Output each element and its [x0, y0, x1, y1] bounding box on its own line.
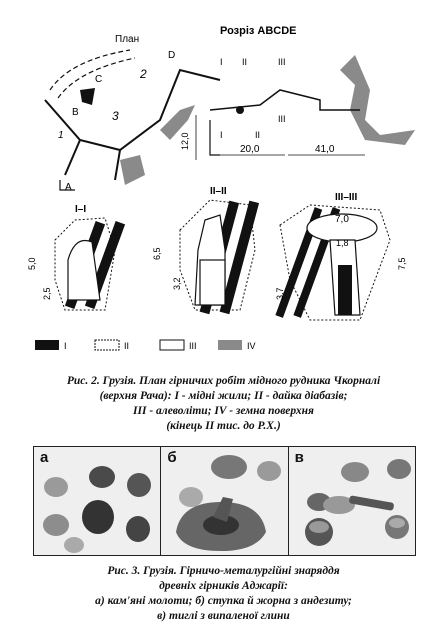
caption2-line3: III - алеволіти; IV - земна поверхня [133, 405, 314, 417]
number-2: 2 [139, 67, 147, 81]
legend-swatch-ore [35, 340, 59, 350]
caption2-line1: Рис. 2. Грузія. План гірничих робіт мідн… [66, 375, 381, 387]
dim-s1-height: 5,0 [27, 257, 37, 270]
dim-s3-left: 3,7 [275, 287, 285, 300]
dim-s3-width: 7,0 [335, 214, 349, 225]
photo-panel-a: а [34, 447, 162, 555]
section-shaft [209, 120, 220, 156]
plan-tunnel-branch [64, 139, 81, 176]
plan-arrow-a [59, 180, 75, 191]
legend-label-2: II [124, 341, 129, 351]
number-3: 3 [112, 109, 119, 123]
surface-patch-3 [340, 55, 415, 145]
legend: I II III IV [35, 339, 256, 351]
plan-dashed-outline [49, 49, 131, 91]
plan-tunnel-main [44, 68, 221, 152]
plan-label: План [115, 34, 139, 45]
mark-ii-bottom: II [255, 130, 260, 140]
legend-swatch-surface [218, 340, 242, 350]
dim-plan-h1: 20,0 [240, 144, 260, 155]
section-title-3: III–III [335, 192, 357, 203]
point-a: A [65, 182, 72, 193]
tools-photo-strip: а б в [33, 446, 416, 556]
caption3-line1: Рис. 3. Грузія. Гірничо-металургійні зна… [107, 565, 340, 577]
plan-tunnel-branch2 [114, 149, 121, 181]
point-c: C [95, 74, 102, 85]
panel-letter-c: в [294, 449, 304, 466]
section-title-1: I–I [75, 204, 86, 215]
mark-i-top: I [220, 57, 223, 67]
andesite-mortar-photo [176, 455, 282, 551]
mine-plan-figure: План Розріз ABCDE A B C D 1 2 3 I II III… [27, 25, 415, 351]
mark-ii-top: II [242, 57, 247, 67]
dim-s3-height: 7,5 [397, 257, 407, 270]
surface-patch-1 [160, 105, 195, 140]
mark-iii-bottom: III [278, 114, 286, 124]
section-profile [209, 89, 360, 111]
clay-crucibles-photo [304, 459, 411, 546]
figure-3-caption: Рис. 3. Грузія. Гірничо-металургійні зна… [0, 564, 447, 624]
caption3-line3: а) кам'яні молоти; б) ступка й жорна з а… [95, 595, 352, 607]
caption2-line4: (кінець II тис. до Р.Х.) [166, 420, 281, 432]
legend-label-1: I [64, 341, 67, 351]
dim-s3-inner: 1,8 [336, 238, 349, 248]
section-2-drawing [179, 199, 260, 315]
ore-c [80, 88, 95, 105]
photo-panel-c: в [288, 447, 415, 555]
section-title: Розріз ABCDE [220, 25, 297, 37]
dim-s1-inner: 2,5 [42, 287, 52, 300]
section-title-2: II–II [210, 186, 227, 197]
legend-swatch-dike [94, 339, 120, 351]
point-d: D [168, 50, 175, 61]
section-3-drawing [275, 204, 391, 321]
shaft-marker [236, 106, 244, 114]
section-1-drawing [54, 217, 126, 311]
surface-patch-2 [120, 155, 145, 185]
stone-hammers-photo [43, 466, 151, 553]
mark-i-bottom: I [220, 130, 223, 140]
figure-2-caption: Рис. 2. Грузія. План гірничих робіт мідн… [0, 374, 447, 434]
panel-letter-a: а [40, 449, 49, 466]
point-b: B [72, 107, 79, 118]
panel-letter-b: б [167, 449, 177, 466]
caption3-line4: в) тиглі з випаленої глини [157, 610, 290, 622]
number-1: 1 [58, 130, 64, 141]
photo-panel-b: б [161, 447, 289, 555]
legend-label-3: III [189, 341, 197, 351]
dim-plan-h2: 41,0 [315, 144, 335, 155]
dim-plan-vertical: 12,0 [180, 132, 190, 150]
caption2-line2: (верхня Рача): I - мідні жили; II - дайк… [99, 390, 348, 402]
mark-iii-top: III [278, 57, 286, 67]
legend-swatch-siltstone [159, 339, 185, 351]
legend-label-4: IV [247, 341, 256, 351]
dim-s2-height: 6,5 [152, 247, 162, 260]
caption3-line2: древніх гірників Аджарії: [159, 580, 288, 592]
dim-s2-inner: 3,2 [172, 277, 182, 290]
